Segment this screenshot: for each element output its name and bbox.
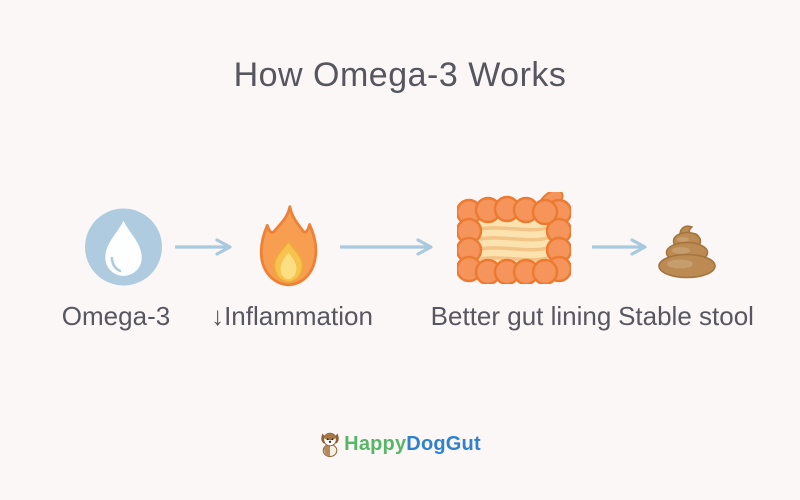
right-arrow-icon — [591, 238, 648, 261]
water-droplet-icon — [84, 207, 163, 292]
dog-icon — [319, 431, 341, 457]
page-title: How Omega-3 Works — [233, 56, 567, 94]
step-label-inflammation: ↓Inflammation — [211, 301, 373, 331]
brand-name: HappyDogGut — [344, 433, 481, 456]
step-label-stable-stool: Stable stool — [618, 301, 754, 331]
step-label-omega3: Omega-3 — [61, 301, 171, 331]
brand-name-happy: Happy — [344, 432, 407, 455]
step-label-gut-lining: Better gut lining — [430, 301, 612, 331]
right-arrow-icon — [174, 238, 233, 261]
brand-name-doggut: DogGut — [406, 432, 481, 455]
intestine-icon — [455, 188, 573, 289]
right-arrow-icon — [339, 238, 434, 261]
flame-icon — [258, 202, 318, 295]
poop-icon — [656, 222, 718, 284]
brand-logo: HappyDogGut — [0, 431, 800, 457]
